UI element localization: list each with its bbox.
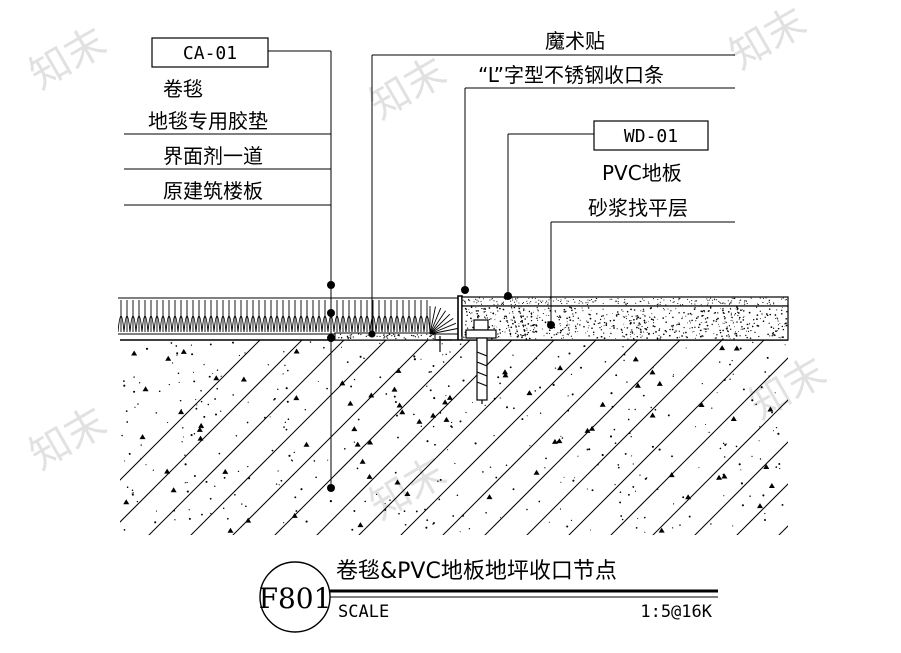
wd-code-box [593,120,709,151]
watermark-text: 知末 [362,49,454,129]
watermark: 知末 知末 知末 知末 知末 知末 [22,0,834,529]
mortar-label: 砂浆找平层 [588,196,688,220]
ca-code-label: CA-01 [183,43,237,64]
watermark-text: 知末 [362,449,454,529]
pvc-label: PVC地板 [602,161,682,185]
drawing-title: 卷毯&PVC地板地坪收口节点 [336,559,617,584]
underlay-layer [334,332,436,341]
concrete-slab [120,339,788,535]
title-block: F801 卷毯&PVC地板地坪收口节点 SCALE 1:5@16K [259,559,718,633]
left-leader-dots [327,281,376,492]
carpet-edge-tuck [429,306,458,335]
trim-label: “L”字型不锈钢收口条 [478,63,664,87]
scale-value: 1:5@16K [640,602,712,622]
scale-label: SCALE [338,602,389,622]
interface-agent-label: 界面剂一道 [163,144,263,168]
velcro-label: 魔术贴 [545,29,605,53]
underlay-label: 地毯专用胶垫 [148,109,268,133]
right-leader-dots [461,286,555,329]
drawing-code: F801 [259,582,332,615]
slab-label: 原建筑楼板 [163,179,263,203]
wd-code-label: WD-01 [624,126,678,147]
watermark-text: 知末 [742,349,834,429]
watermark-text: 知末 [722,0,814,79]
mortar-layer [461,305,789,341]
ca-code-box [151,37,269,68]
right-leaders [464,87,735,325]
anchor-bolt [465,319,497,404]
watermark-text: 知末 [22,19,114,99]
watermark-text: 知末 [22,399,114,479]
carpet-layer [118,297,458,335]
left-leaders [124,50,735,488]
carpet-label: 卷毯 [163,77,203,101]
